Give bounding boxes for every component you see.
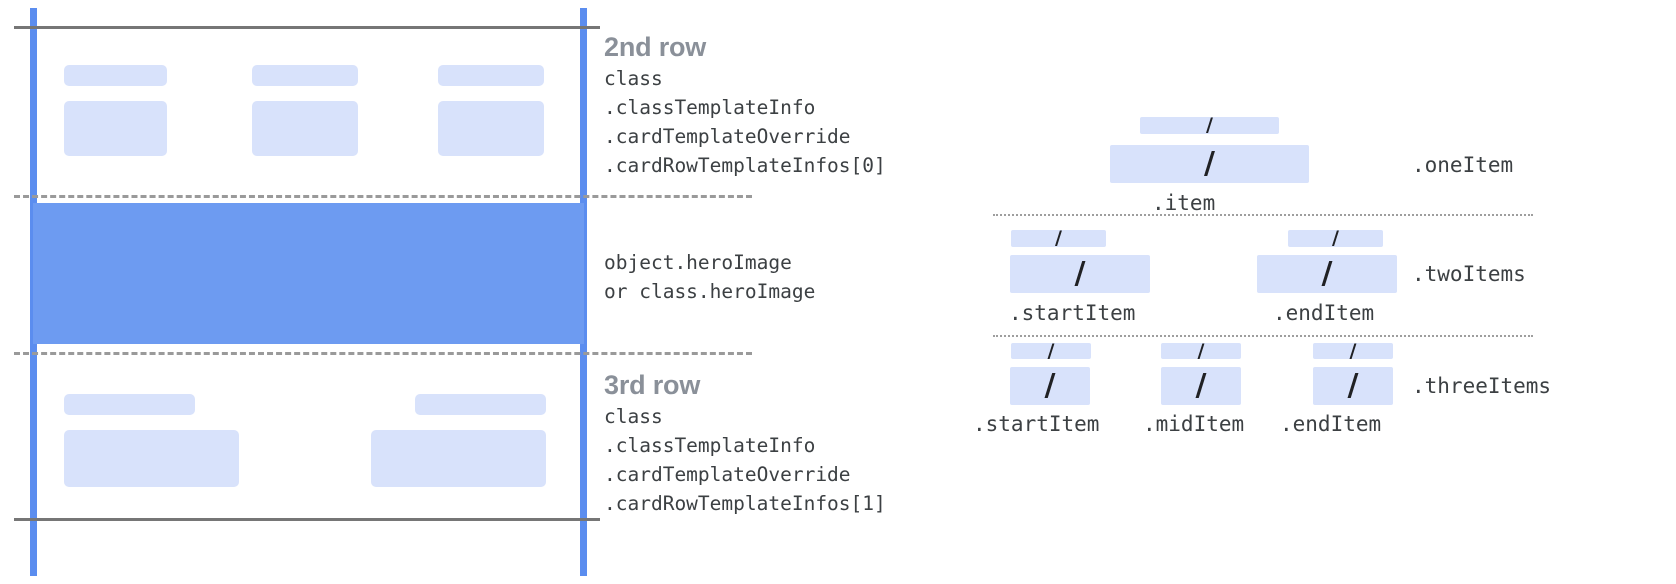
row2-label-placeholder-1 [64, 65, 167, 86]
three-items-end-body-slot: / [1313, 367, 1393, 405]
card-top-rule [14, 26, 600, 29]
row2-annotation: 2nd row class .classTemplateInfo .cardTe… [604, 30, 886, 180]
one-item-group-label: .oneItem [1412, 153, 1514, 177]
three-items-start-body-slot: / [1010, 367, 1090, 405]
slash-icon: / [1206, 114, 1213, 136]
one-item-body-slot: / [1110, 145, 1309, 183]
two-items-group-label: .twoItems [1412, 262, 1526, 286]
row3-label-placeholder-1 [64, 394, 195, 415]
row2-code: class .classTemplateInfo .cardTemplateOv… [604, 67, 886, 177]
hero-annotation: object.heroImage or class.heroImage [604, 248, 815, 306]
slash-icon: / [1195, 368, 1207, 403]
slash-icon: / [1047, 339, 1055, 362]
slash-icon: / [1349, 339, 1357, 362]
two-items-end-label: .endItem [1273, 301, 1375, 325]
three-items-mid-body-slot: / [1161, 367, 1241, 405]
row2-value-placeholder-1 [64, 101, 167, 156]
three-items-mid-label: .midItem [1143, 412, 1245, 436]
item-layout-diagram: / / .item .oneItem / / .startItem / / .e… [973, 0, 1676, 584]
three-items-group-label: .threeItems [1412, 374, 1552, 398]
slash-icon: / [1332, 227, 1339, 249]
separator-one-two [993, 214, 1533, 216]
two-items-end-body-slot: / [1257, 255, 1397, 293]
hero-image-band [33, 203, 584, 344]
three-items-mid-top-slot: / [1161, 339, 1241, 362]
one-item-slot-label: .item [1152, 191, 1216, 215]
row2-label-placeholder-3 [438, 65, 544, 86]
slash-icon: / [1074, 256, 1086, 291]
row3-title: 3rd row [604, 370, 701, 400]
row3-annotation: 3rd row class .classTemplateInfo .cardTe… [604, 368, 886, 518]
divider-row2-hero [14, 195, 752, 198]
slash-icon: / [1197, 339, 1205, 362]
one-item-top-slot: / [1140, 114, 1279, 136]
card-bottom-rule [14, 518, 600, 521]
row3-code: class .classTemplateInfo .cardTemplateOv… [604, 405, 886, 515]
two-items-start-label: .startItem [1009, 301, 1136, 325]
card-template-diagram [0, 0, 752, 584]
two-items-start-top-slot: / [1011, 227, 1106, 249]
row3-label-placeholder-2 [415, 394, 546, 415]
slash-icon: / [1347, 368, 1359, 403]
hero-code: object.heroImage or class.heroImage [604, 251, 816, 303]
row2-value-placeholder-3 [438, 101, 544, 156]
two-items-end-top-slot: / [1288, 227, 1383, 249]
slash-icon: / [1204, 146, 1215, 181]
divider-hero-row3 [14, 352, 752, 355]
row3-value-placeholder-2 [371, 430, 546, 487]
three-items-end-top-slot: / [1313, 339, 1393, 362]
row2-value-placeholder-2 [252, 101, 358, 156]
separator-two-three [993, 335, 1533, 337]
three-items-start-top-slot: / [1011, 339, 1091, 362]
slash-icon: / [1044, 368, 1056, 403]
slash-icon: / [1321, 256, 1333, 291]
row3-value-placeholder-1 [64, 430, 239, 487]
three-items-end-label: .endItem [1280, 412, 1382, 436]
row2-label-placeholder-2 [252, 65, 358, 86]
two-items-start-body-slot: / [1010, 255, 1150, 293]
slash-icon: / [1055, 227, 1062, 249]
row2-title: 2nd row [604, 32, 707, 62]
three-items-start-label: .startItem [973, 412, 1100, 436]
